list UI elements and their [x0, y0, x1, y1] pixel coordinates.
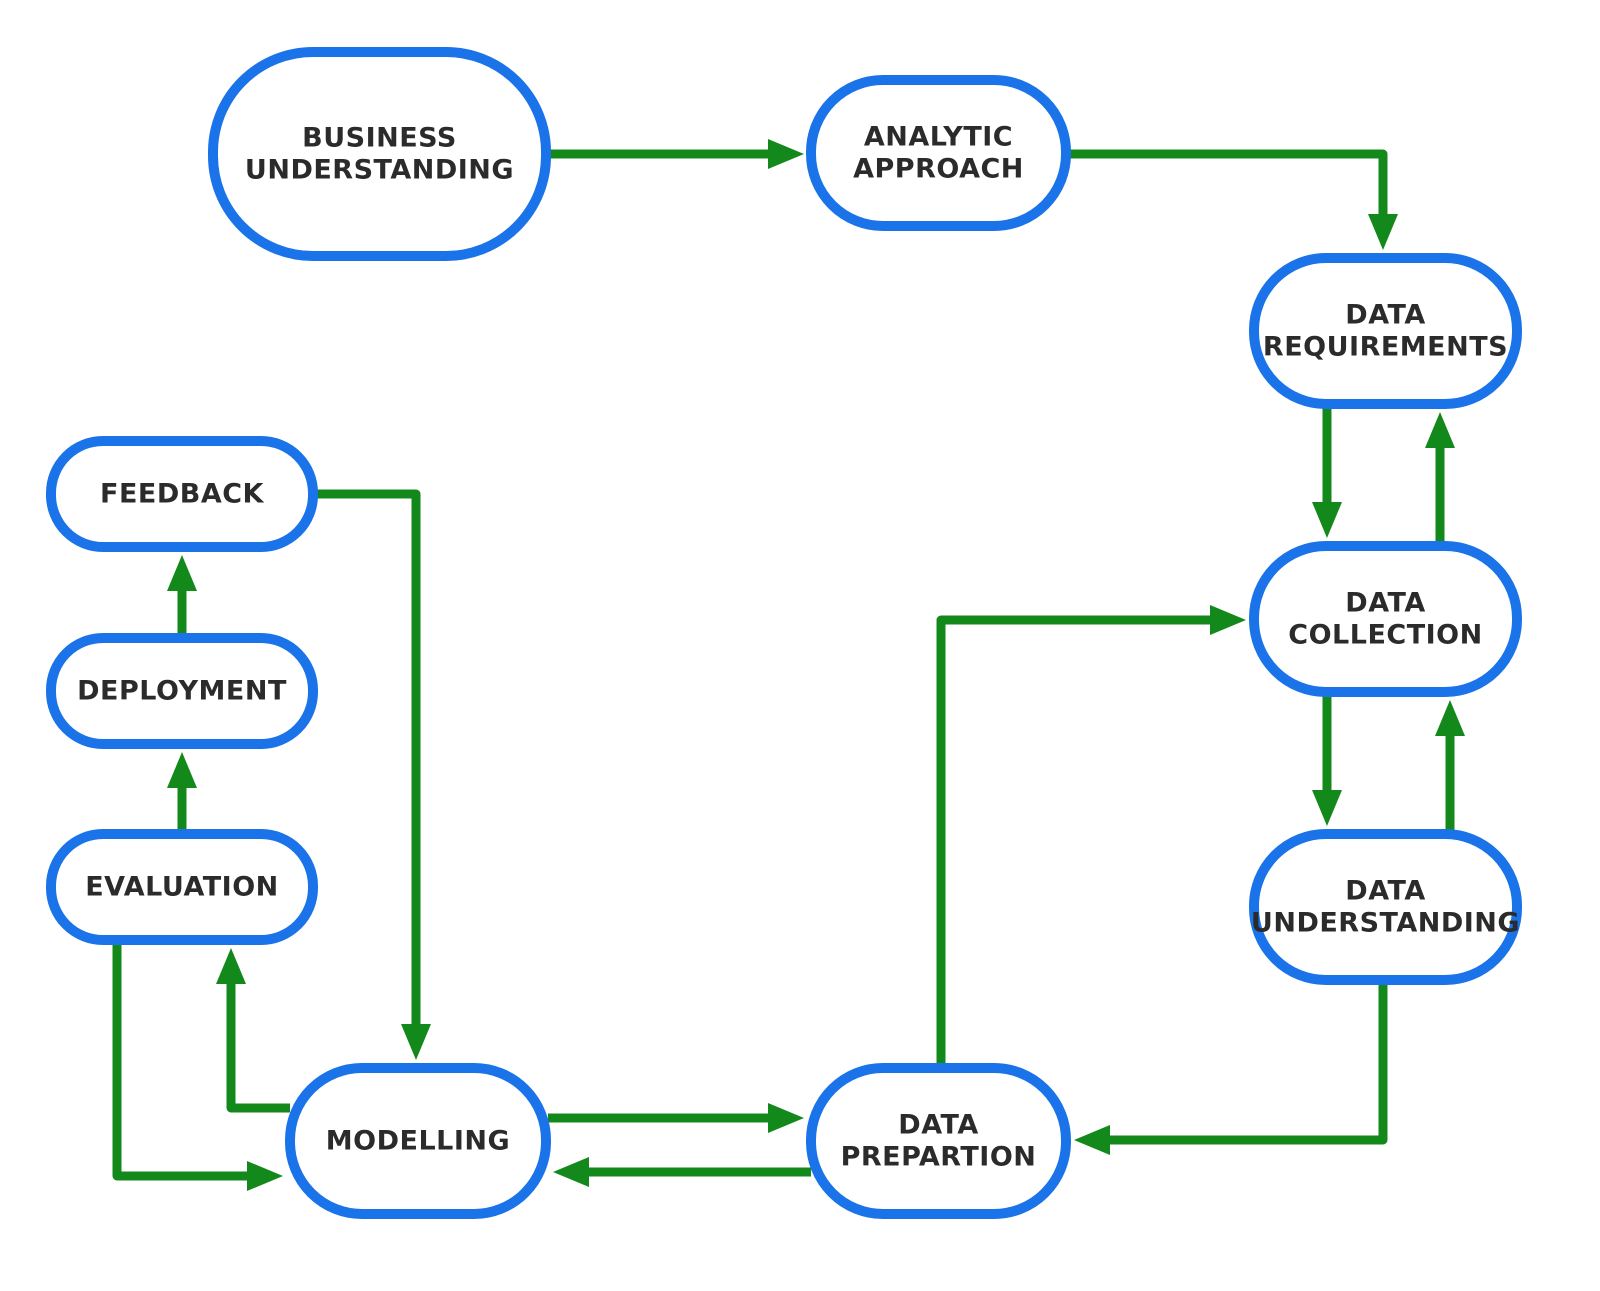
node-label: APPROACH [853, 154, 1024, 185]
arrowhead-icon [1368, 214, 1398, 250]
edge-modelling-to-evaluation [216, 948, 290, 1113]
arrowhead-icon [1425, 412, 1455, 448]
edge-evaluation-to-deployment [167, 752, 197, 834]
node-shape [285, 1063, 551, 1219]
arrowhead-icon [768, 1103, 804, 1133]
edge-feedback-to-modelling [315, 489, 431, 1060]
node-label: COLLECTION [1288, 620, 1482, 651]
connector-line [226, 982, 290, 1113]
nodes-layer: BUSINESSUNDERSTANDINGANALYTICAPPROACHDAT… [46, 47, 1522, 1219]
connector-line [1068, 149, 1388, 216]
arrowhead-icon [1312, 502, 1342, 538]
edge-deployment-to-feedback [167, 555, 197, 638]
edge-data-collection-to-data-understanding [1312, 694, 1342, 826]
node-label: DATA [1345, 876, 1425, 907]
edge-data-requirements-to-data-collection [1312, 406, 1342, 538]
node-label: DATA [1345, 588, 1425, 619]
edge-data-preparation-to-modelling [548, 1103, 804, 1133]
node-shape [806, 1063, 1071, 1219]
arrowhead-icon [1074, 1125, 1110, 1155]
arrowhead-icon [216, 948, 246, 984]
node-label: REQUIREMENTS [1263, 332, 1508, 363]
node-label: MODELLING [326, 1126, 510, 1157]
arrowhead-icon [1435, 700, 1465, 736]
edge-analytic-approach-to-data-requirements [1068, 149, 1398, 250]
connector-line [936, 615, 1212, 1066]
node-shape [46, 633, 318, 749]
node-shape [46, 436, 318, 552]
node-label: UNDERSTANDING [1251, 908, 1520, 939]
node-label: PREPARTION [841, 1142, 1037, 1173]
connector-line [315, 489, 421, 1026]
edge-data-preparation-to-data-collection [936, 605, 1246, 1066]
node-label: DATA [898, 1110, 978, 1141]
arrowhead-icon [167, 752, 197, 788]
edge-business-understanding-to-analytic-approach [548, 139, 804, 169]
node-label: DEPLOYMENT [77, 676, 287, 707]
connector-line [1108, 982, 1388, 1145]
node-label: UNDERSTANDING [245, 155, 514, 186]
node-shape [1249, 253, 1522, 409]
edges-layer [112, 139, 1465, 1191]
edge-data-understanding-to-data-preparation [1074, 982, 1388, 1155]
node-feedback: FEEDBACK [46, 436, 318, 552]
arrowhead-icon [1210, 605, 1246, 635]
arrowhead-icon [1312, 790, 1342, 826]
edge-data-collection-to-data-requirements [1425, 412, 1455, 544]
arrowhead-icon [401, 1024, 431, 1060]
node-label: ANALYTIC [864, 122, 1013, 153]
edge-data-understanding-to-data-collection [1435, 700, 1465, 832]
edge-modelling-to-data-preparation [553, 1157, 811, 1187]
node-evaluation: EVALUATION [46, 829, 318, 945]
node-label: DATA [1345, 300, 1425, 331]
node-shape [208, 47, 551, 261]
node-modelling: MODELLING [285, 1063, 551, 1219]
arrowhead-icon [553, 1157, 589, 1187]
node-shape [1249, 541, 1522, 697]
arrowhead-icon [768, 139, 804, 169]
node-label: FEEDBACK [100, 479, 265, 510]
connector-line [112, 942, 249, 1181]
node-deployment: DEPLOYMENT [46, 633, 318, 749]
edge-evaluation-to-modelling [112, 942, 283, 1191]
node-label: BUSINESS [302, 123, 457, 154]
arrowhead-icon [247, 1161, 283, 1191]
node-shape [1249, 829, 1522, 985]
node-shape [46, 829, 318, 945]
arrowhead-icon [167, 555, 197, 591]
node-label: EVALUATION [85, 872, 279, 903]
node-shape [806, 75, 1071, 231]
